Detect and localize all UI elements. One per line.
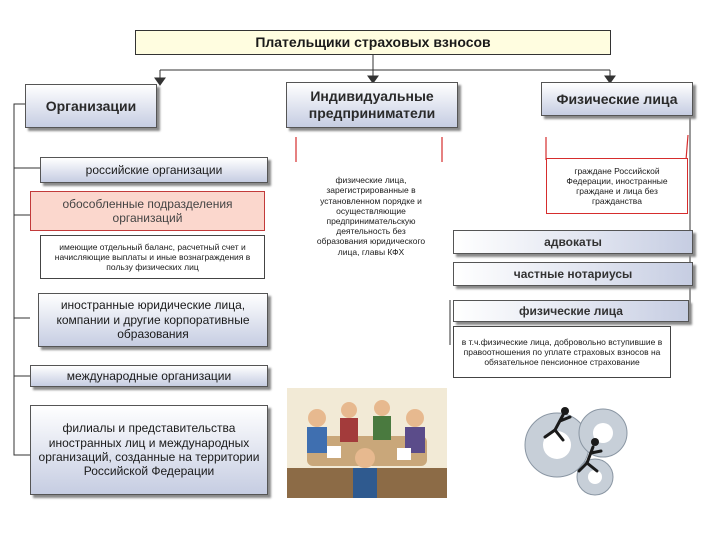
org-international: международные организации (30, 365, 268, 387)
advocates-box: адвокаты (453, 230, 693, 254)
org-subdivisions: обособленные подразделения организаций (30, 191, 265, 231)
individuals-description: граждане Российской Федерации, иностранн… (546, 158, 688, 214)
org-russian: российские организации (40, 157, 268, 183)
individuals-header: Физические лица (541, 82, 693, 116)
entrepreneurs-header: Индивидуальные предприниматели (286, 82, 458, 128)
org-subdivisions-note: имеющие отдельный баланс, расчетный счет… (40, 235, 265, 279)
org-branches: филиалы и представительства иностранных … (30, 405, 268, 495)
organizations-header: Организации (25, 84, 157, 128)
meeting-clipart (287, 388, 447, 498)
voluntary-note: в т.ч.физические лица, добровольно вступ… (453, 326, 671, 378)
org-foreign-legal: иностранные юридические лица, компании и… (38, 293, 268, 347)
page-title: Плательщики страховых взносов (135, 30, 611, 55)
gears-runners-clipart (524, 407, 628, 496)
notaries-box: частные нотариусы (453, 262, 693, 286)
entrepreneurs-description: физические лица, зарегистрированные в ус… (305, 160, 437, 272)
physical-persons-box: физические лица (453, 300, 689, 322)
